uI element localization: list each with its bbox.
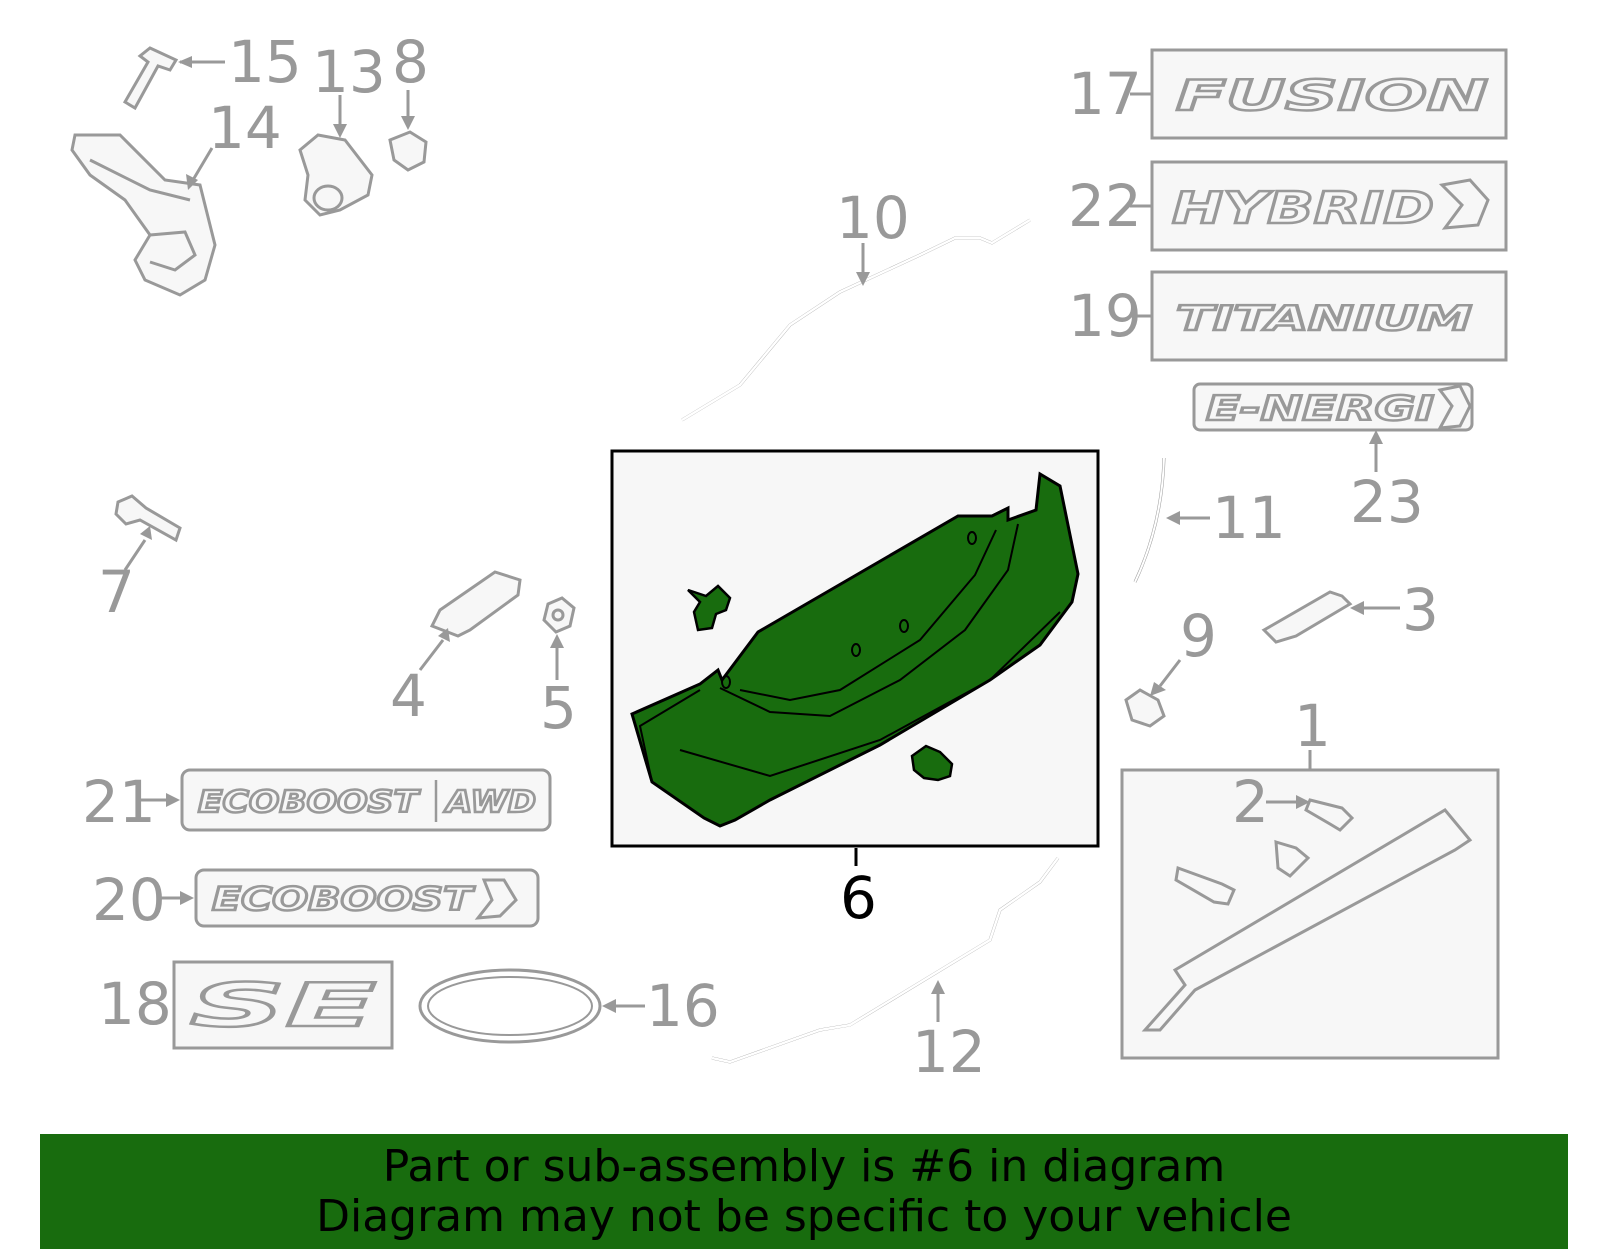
part-22-hybrid-badge: 22 HYBRID bbox=[1068, 160, 1508, 252]
callout-13: 13 bbox=[312, 38, 386, 106]
energi-lettering: E-NERGI bbox=[1206, 389, 1434, 429]
callout-5: 5 bbox=[540, 674, 577, 742]
callout-1: 1 bbox=[1294, 692, 1331, 760]
info-banner: Part or sub-assembly is #6 in diagram Di… bbox=[40, 1134, 1568, 1249]
part-18-se-badge: SE 18 bbox=[98, 960, 394, 1050]
part-17-fusion-badge: 17 FUSION bbox=[1068, 48, 1508, 140]
awd-lettering: AWD bbox=[444, 785, 536, 820]
callout-2: 2 bbox=[1232, 768, 1269, 836]
callout-16: 16 bbox=[646, 972, 720, 1040]
callout-11: 11 bbox=[1212, 484, 1286, 552]
callout-14: 14 bbox=[208, 94, 282, 162]
part-7-bolt: 7 bbox=[98, 494, 182, 626]
part-10-weatherstrip: 10 bbox=[681, 184, 1031, 422]
part-4-bracket: 4 bbox=[390, 570, 522, 730]
callout-21: 21 bbox=[82, 768, 156, 836]
part-5-nut: 5 bbox=[540, 596, 577, 742]
leaf-logo-icon bbox=[1437, 384, 1472, 430]
part-23-energi-badge: E-NERGI 23 bbox=[1192, 382, 1474, 536]
se-lettering: SE bbox=[190, 971, 376, 1041]
applique-panel bbox=[630, 471, 1080, 828]
leaf-logo-icon bbox=[1438, 178, 1490, 230]
part-12-weatherstrip: 12 bbox=[711, 857, 1060, 1086]
part-6-applique-highlighted: 6 bbox=[610, 449, 1100, 932]
callout-7: 7 bbox=[98, 558, 135, 626]
part-9-clip: 9 bbox=[1124, 602, 1217, 728]
callout-20: 20 bbox=[92, 866, 166, 934]
part-14-bracket: 14 bbox=[70, 94, 282, 297]
part-19-titanium-badge: 19 TITANIUM bbox=[1068, 270, 1508, 362]
callout-19: 19 bbox=[1068, 282, 1142, 350]
banner-line-1: Part or sub-assembly is #6 in diagram bbox=[382, 1141, 1226, 1192]
callout-9: 9 bbox=[1180, 602, 1217, 670]
part-1-molding-assembly: 1 2 bbox=[1120, 692, 1500, 1060]
part-21-ecoboost-awd-badge: ECOBOOST AWD 21 bbox=[82, 768, 552, 836]
fusion-lettering: FUSION bbox=[1176, 71, 1488, 120]
callout-6: 6 bbox=[840, 864, 877, 932]
part-8-clip-nut: 8 bbox=[388, 28, 429, 172]
part-20-ecoboost-badge: ECOBOOST 20 bbox=[92, 866, 540, 934]
push-clip bbox=[910, 744, 954, 782]
callout-15: 15 bbox=[228, 28, 302, 96]
callout-17: 17 bbox=[1068, 60, 1142, 128]
callout-18: 18 bbox=[98, 970, 172, 1038]
hybrid-lettering: HYBRID bbox=[1172, 183, 1434, 234]
callout-10: 10 bbox=[836, 184, 910, 252]
ecoboost-awd-lettering: ECOBOOST bbox=[198, 785, 421, 820]
part-16-gasket: 16 bbox=[418, 968, 720, 1044]
leaf-logo-icon bbox=[474, 878, 518, 920]
callout-12: 12 bbox=[912, 1018, 986, 1086]
part-3-bracket: 3 bbox=[1261, 576, 1439, 644]
callout-23: 23 bbox=[1350, 468, 1424, 536]
part-13-socket: 13 bbox=[298, 38, 386, 217]
part-11-molding: 11 bbox=[1133, 457, 1286, 583]
titanium-lettering: TITANIUM bbox=[1176, 299, 1472, 339]
callout-22: 22 bbox=[1068, 172, 1142, 240]
banner-line-2: Diagram may not be specific to your vehi… bbox=[316, 1191, 1292, 1242]
callout-4: 4 bbox=[390, 662, 427, 730]
callout-8: 8 bbox=[392, 28, 429, 96]
part-15-push-pin: 15 bbox=[122, 28, 302, 111]
retainer-clip bbox=[687, 584, 732, 632]
ecoboost-lettering: ECOBOOST bbox=[212, 880, 475, 918]
callout-3: 3 bbox=[1402, 576, 1439, 644]
